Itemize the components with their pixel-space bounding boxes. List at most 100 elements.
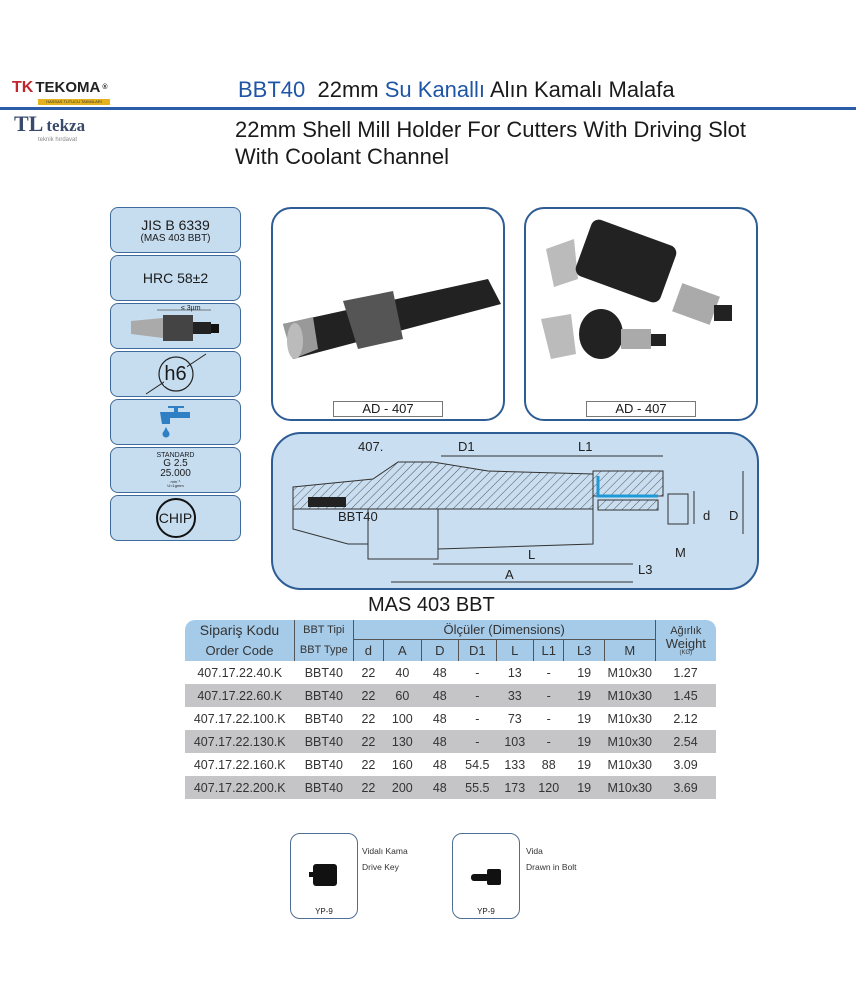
header-col-l3: L3 bbox=[563, 639, 605, 661]
photo-label: AD - 407 bbox=[586, 401, 696, 417]
chip-box: CHIP bbox=[110, 495, 241, 541]
table-cell: 13 bbox=[507, 665, 522, 680]
table-cell: 2.54 bbox=[655, 730, 716, 753]
bolt-image bbox=[471, 869, 501, 885]
table-cell: 19 bbox=[563, 776, 605, 799]
label-d1: D1 bbox=[458, 439, 475, 454]
table-cell: BBT40 bbox=[304, 665, 343, 680]
table-cell: 19 bbox=[577, 711, 592, 726]
label-l3: L3 bbox=[638, 562, 652, 577]
table-cell: 55.5 bbox=[458, 776, 497, 799]
page-title: BBT40 22mm Su Kanallı Alın Kamalı Malafa bbox=[238, 77, 675, 102]
table-cell: 133 bbox=[504, 757, 526, 772]
table-cell: - bbox=[546, 711, 551, 726]
dimensions-table: Sipariş Kodu BBT Tipi Ölçüler (Dimension… bbox=[185, 620, 716, 799]
tekoma-mark-icon: TK bbox=[12, 78, 34, 96]
table-cell: 48 bbox=[432, 757, 447, 772]
table-cell: 407.17.22.160.K bbox=[193, 757, 286, 772]
technical-drawing: 407. D1 L1 BBT40 d D M L L3 A bbox=[271, 432, 759, 590]
table-cell: 19 bbox=[577, 757, 592, 772]
table-cell: 19 bbox=[577, 665, 592, 680]
holder-section-drawing: 407. D1 L1 BBT40 d D M L L3 A bbox=[292, 439, 744, 583]
table-cell: 73 bbox=[507, 711, 522, 726]
table-cell: 19 bbox=[563, 730, 605, 753]
coolant-box bbox=[110, 399, 241, 445]
table-cell: BBT40 bbox=[294, 776, 354, 799]
table-cell: - bbox=[533, 684, 564, 707]
accessory-code: YP-9 bbox=[315, 907, 333, 916]
holder-pair-image bbox=[541, 219, 732, 359]
table-cell: 160 bbox=[391, 757, 413, 772]
tekoma-text: TEKOMA bbox=[35, 78, 101, 96]
table-cell: - bbox=[533, 730, 564, 753]
product-photo-1: AD - 407 bbox=[271, 207, 505, 421]
label-l1: L1 bbox=[578, 439, 592, 454]
header-col-D: D bbox=[420, 639, 459, 661]
photo-label: AD - 407 bbox=[333, 401, 443, 417]
table-cell: 54.5 bbox=[465, 757, 490, 772]
table-cell: 407.17.22.200.K bbox=[185, 776, 295, 799]
table-cell: M10x30 bbox=[604, 776, 656, 799]
tekza-mark-icon: TL bbox=[14, 111, 44, 136]
table-cell: 2.12 bbox=[673, 711, 698, 726]
table-cell: 407.17.22.60.K bbox=[185, 684, 295, 707]
table-cell: 103 bbox=[496, 730, 534, 753]
header-col-d: d bbox=[352, 639, 384, 661]
header-dimensions: Ölçüler (Dimensions) bbox=[352, 620, 656, 640]
table-cell: M10x30 bbox=[604, 730, 656, 753]
registered-mark: ® bbox=[102, 84, 108, 91]
table-cell: BBT40 bbox=[304, 757, 343, 772]
tekza-tagline: teknik hırdavat bbox=[38, 137, 78, 143]
table-cell: 3.69 bbox=[655, 776, 716, 799]
header-col-d1: D1 bbox=[458, 639, 497, 661]
hardness-box: HRC 58±2 bbox=[110, 255, 241, 301]
table-cell: 33 bbox=[496, 684, 534, 707]
runout-box: ≤ 3µm bbox=[110, 303, 241, 349]
table-cell: 48 bbox=[421, 776, 459, 799]
table-cell: - bbox=[475, 665, 480, 680]
table-cell: 22 bbox=[353, 776, 384, 799]
header-col-l: L bbox=[495, 639, 534, 661]
tolerance-box: h6 bbox=[110, 351, 241, 397]
table-cell: 22 bbox=[361, 665, 376, 680]
table-cell: 48 bbox=[421, 730, 459, 753]
label-d: d bbox=[703, 508, 710, 523]
table-cell: M10x30 bbox=[607, 757, 653, 772]
tekza-text: tekza bbox=[46, 116, 86, 135]
header-order-tr: Sipariş Kodu bbox=[185, 620, 295, 639]
table-cell: 22 bbox=[361, 757, 376, 772]
table-cell: 100 bbox=[391, 711, 413, 726]
table-cell: 173 bbox=[496, 776, 534, 799]
standard-box: JIS B 6339(MAS 403 BBT) bbox=[110, 207, 241, 253]
header-col-l1: L1 bbox=[533, 639, 564, 661]
table-cell: 60 bbox=[383, 684, 422, 707]
table-cell: - bbox=[458, 730, 497, 753]
table-cell: - bbox=[475, 711, 480, 726]
table-cell: 22 bbox=[361, 711, 376, 726]
table-cell: 48 bbox=[421, 684, 459, 707]
table-cell: 200 bbox=[383, 776, 422, 799]
header-type-tr: BBT Tipi bbox=[293, 620, 354, 639]
table-cell: 1.27 bbox=[673, 665, 698, 680]
label-D: D bbox=[729, 508, 738, 523]
table-cell: 88 bbox=[541, 757, 556, 772]
table-cell: 19 bbox=[563, 684, 605, 707]
header-type-en: BBT Type bbox=[293, 639, 354, 661]
table-cell: 1.45 bbox=[655, 684, 716, 707]
table-cell: 22 bbox=[353, 684, 384, 707]
table-cell: 120 bbox=[533, 776, 564, 799]
table-cell: BBT40 bbox=[294, 684, 354, 707]
header-order-en: Order Code bbox=[185, 639, 295, 661]
table-cell: 407.17.22.40.K bbox=[197, 665, 283, 680]
table-cell: 3.09 bbox=[673, 757, 698, 772]
